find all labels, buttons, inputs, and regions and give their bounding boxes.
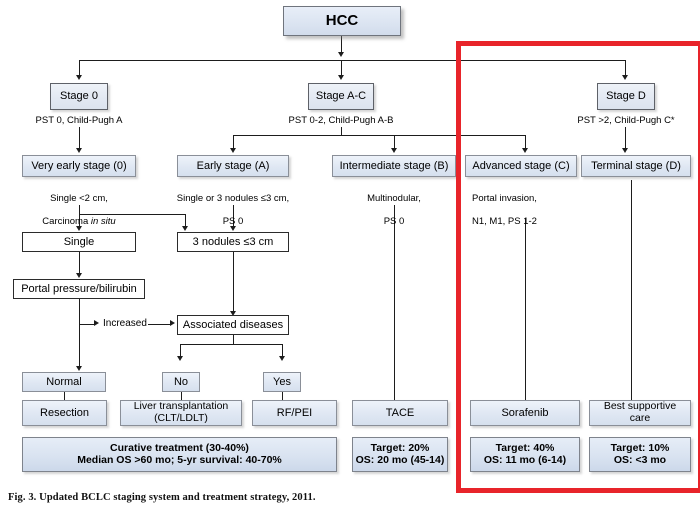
connector-interB-long bbox=[394, 205, 395, 404]
connector-terminalD-long bbox=[631, 180, 632, 404]
connector-increased-left bbox=[79, 324, 94, 325]
connector-veryearly-nodules bbox=[185, 214, 186, 227]
connector-veryearly-single bbox=[79, 214, 80, 227]
connector-yes-down bbox=[282, 392, 283, 404]
criteria-stage-0: PST 0, Child-Pugh A bbox=[35, 115, 123, 126]
node-stage-d: Stage D bbox=[597, 83, 655, 110]
connector-assoc-stem bbox=[233, 335, 234, 344]
arrowhead-stageac bbox=[338, 75, 344, 80]
connector-nodules-down bbox=[233, 252, 234, 312]
arrowhead-yes bbox=[279, 356, 285, 361]
node-single: Single bbox=[22, 232, 136, 252]
arrowhead-portal-pressure bbox=[76, 273, 82, 278]
connector-normal-down bbox=[64, 392, 65, 404]
arrowhead-very-early bbox=[76, 148, 82, 153]
label-increased: Increased bbox=[103, 318, 147, 329]
criteria-advanced-l1: Portal invasion, bbox=[472, 192, 537, 204]
arrowhead-single bbox=[76, 226, 82, 231]
connector-earlyA-down bbox=[233, 205, 234, 227]
node-early-stage: Early stage (A) bbox=[177, 155, 289, 177]
node-hcc: HCC bbox=[283, 6, 401, 36]
arrowhead-earlyA bbox=[230, 148, 236, 153]
connector-to-stage0 bbox=[79, 60, 80, 76]
arrowhead-assoc-top bbox=[230, 311, 236, 316]
criteria-stage-d: PST >2, Child-Pugh C* bbox=[577, 115, 675, 126]
figure-caption: Fig. 3. Updated BCLC staging system and … bbox=[8, 492, 316, 503]
node-advanced-stage: Advanced stage (C) bbox=[465, 155, 577, 177]
treatment-sorafenib: Sorafenib bbox=[470, 400, 580, 426]
connector-portal-down bbox=[79, 299, 80, 367]
connector-no-down bbox=[181, 392, 182, 404]
arrowhead-root bbox=[338, 52, 344, 57]
connector-increased-right bbox=[148, 324, 171, 325]
outcome-sorafenib: Target: 40% OS: 11 mo (6-14) bbox=[470, 437, 580, 472]
node-portal-pressure: Portal pressure/bilirubin bbox=[13, 279, 145, 299]
arrowhead-staged bbox=[622, 75, 628, 80]
criteria-advanced-l2: N1, M1, PS 1-2 bbox=[472, 215, 537, 227]
node-yes: Yes bbox=[263, 372, 301, 392]
connector-to-staged bbox=[625, 60, 626, 76]
treatment-tace: TACE bbox=[352, 400, 448, 426]
criteria-early-l2: PS 0 bbox=[222, 215, 244, 227]
node-no: No bbox=[162, 372, 200, 392]
node-stage-ac: Stage A-C bbox=[308, 83, 374, 110]
arrowhead-stage0 bbox=[76, 75, 82, 80]
connector-assoc-yes bbox=[282, 344, 283, 357]
arrowhead-increased-right bbox=[170, 320, 175, 326]
connector-assoc-bus bbox=[180, 344, 282, 345]
treatment-liver-transplantation: Liver transplantation (CLT/LDLT) bbox=[120, 400, 242, 426]
connector-stage0-down bbox=[79, 127, 80, 149]
outcome-tace: Target: 20% OS: 20 mo (45-14) bbox=[352, 437, 448, 472]
arrowhead-increased-left bbox=[94, 320, 99, 326]
connector-to-interB bbox=[394, 135, 395, 149]
connector-to-advC bbox=[525, 135, 526, 149]
criteria-stage-ac: PST 0-2, Child-Pugh A-B bbox=[288, 115, 394, 126]
treatment-resection: Resection bbox=[22, 400, 107, 426]
arrowhead-no bbox=[177, 356, 183, 361]
criteria-intermediate-l2: PS 0 bbox=[383, 215, 405, 227]
node-intermediate-stage: Intermediate stage (B) bbox=[332, 155, 456, 177]
criteria-early-l1: Single or 3 nodules ≤3 cm, bbox=[176, 192, 290, 204]
arrowhead-advC bbox=[522, 148, 528, 153]
criteria-intermediate: Multinodular, PS 0 bbox=[332, 181, 456, 227]
connector-stageac-bus bbox=[233, 135, 525, 136]
arrowhead-terminalD bbox=[622, 148, 628, 153]
connector-assoc-no bbox=[180, 344, 181, 357]
node-stage-0: Stage 0 bbox=[50, 83, 108, 110]
connector-root-stem bbox=[341, 36, 342, 53]
arrowhead-nodules-left bbox=[182, 226, 188, 231]
arrowhead-normal bbox=[76, 366, 82, 371]
outcome-best-supportive: Target: 10% OS: <3 mo bbox=[589, 437, 691, 472]
connector-to-stageac bbox=[341, 60, 342, 76]
outcome-curative: Curative treatment (30-40%) Median OS >6… bbox=[22, 437, 337, 472]
criteria-advanced: Portal invasion, N1, M1, PS 1-2 bbox=[466, 181, 578, 227]
connector-stageac-down bbox=[341, 127, 342, 135]
criteria-very-early: Single <2 cm, Carcinoma in situ bbox=[42, 192, 116, 227]
treatment-rf-pei: RF/PEI bbox=[252, 400, 337, 426]
node-three-nodules: 3 nodules ≤3 cm bbox=[177, 232, 289, 252]
node-associated-diseases: Associated diseases bbox=[177, 315, 289, 335]
criteria-intermediate-l1: Multinodular, bbox=[367, 192, 421, 204]
connector-to-earlyA bbox=[233, 135, 234, 149]
node-normal: Normal bbox=[22, 372, 106, 392]
criteria-very-early-l1: Single <2 cm, bbox=[50, 192, 108, 204]
node-terminal-stage: Terminal stage (D) bbox=[581, 155, 691, 177]
connector-advC-long bbox=[525, 218, 526, 404]
connector-veryearly-bus bbox=[79, 214, 185, 215]
connector-staged-down bbox=[625, 127, 626, 149]
arrowhead-interB bbox=[391, 148, 397, 153]
node-very-early-stage: Very early stage (0) bbox=[22, 155, 136, 177]
arrowhead-nodules-right bbox=[230, 226, 236, 231]
treatment-best-supportive-care: Best supportive care bbox=[589, 400, 691, 426]
connector-veryearly-down bbox=[79, 205, 80, 214]
connector-top-bus bbox=[79, 60, 625, 61]
criteria-early: Single or 3 nodules ≤3 cm, PS 0 bbox=[168, 181, 298, 227]
connector-single-down bbox=[79, 252, 80, 274]
criteria-very-early-italic: in situ bbox=[90, 215, 116, 227]
